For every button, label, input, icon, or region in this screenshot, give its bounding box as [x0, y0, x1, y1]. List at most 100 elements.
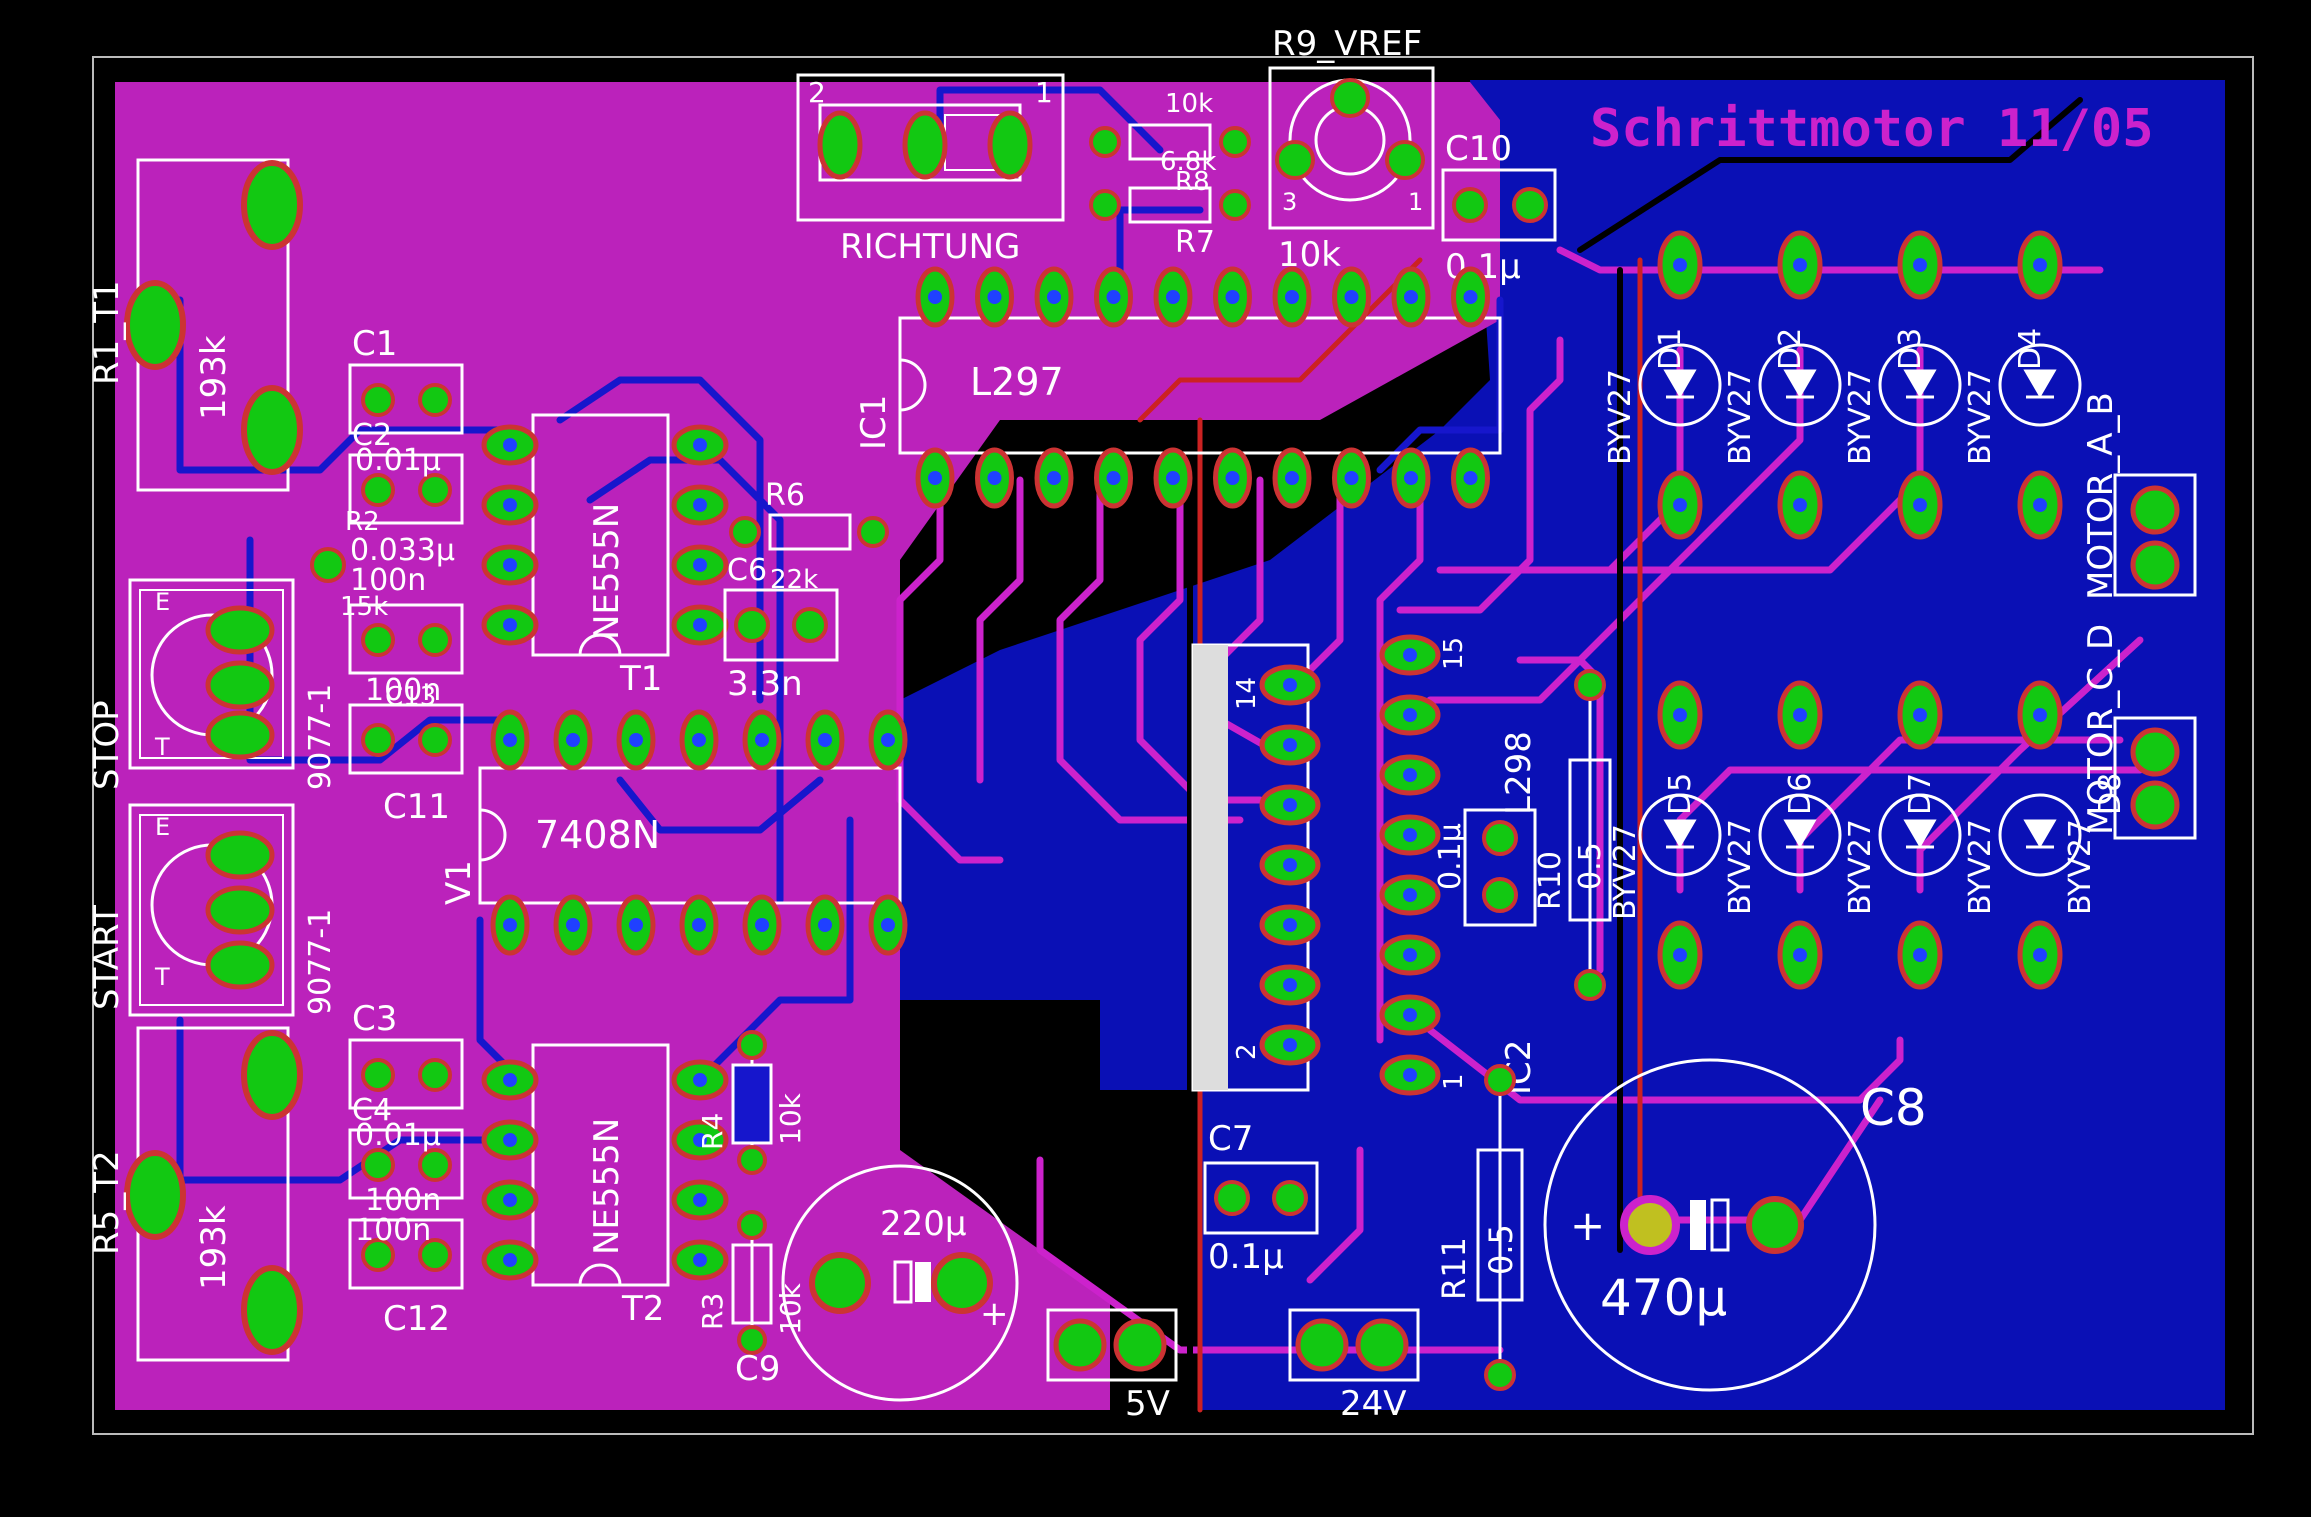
cap-c6[interactable]: [723, 588, 839, 662]
c10-capacitor[interactable]: [1441, 168, 1557, 242]
diode-bottom-4-cathode-drill: [2033, 948, 2047, 962]
ne555-t1-pin-drill: [503, 558, 517, 572]
r9-potentiometer[interactable]: [1268, 66, 1435, 230]
cap-c3[interactable]: [348, 1038, 464, 1110]
ic1-pin-top-drill: [1404, 290, 1418, 304]
v1-pin-top-drill: [755, 733, 769, 747]
l298-pin-even-drill: [1283, 1038, 1297, 1052]
ne555-t2-pin-drill: [693, 1193, 707, 1207]
r1-trimmer[interactable]: [124, 158, 303, 492]
cap-c5[interactable]: [348, 603, 464, 675]
c11-value: 100n: [365, 673, 441, 708]
r8-name: R8: [1175, 167, 1210, 197]
r2-label: R2: [345, 507, 380, 537]
ic1-pin-top-drill: [1106, 290, 1121, 304]
d8-name: D8: [2093, 773, 2128, 815]
ic1-pin-bottom-drill: [1047, 471, 1061, 485]
c1-value: 0.01µ: [355, 443, 441, 478]
r9-pin1: 1: [1408, 188, 1423, 216]
resistor-r2[interactable]: [310, 547, 346, 583]
cap-c9-electrolytic[interactable]: [781, 1164, 1019, 1402]
ne555-t1[interactable]: [481, 413, 729, 657]
cap-c8-electrolytic[interactable]: [1543, 1058, 1877, 1392]
resistor-r10[interactable]: [1568, 669, 1612, 1001]
c8-label: C8: [1860, 1079, 1927, 1137]
label-24v: 24V: [1340, 1384, 1407, 1424]
power-5v-connector[interactable]: [1046, 1308, 1178, 1382]
c4-label: C4: [352, 1093, 392, 1128]
cap-c4[interactable]: [348, 1128, 464, 1200]
power-24v-connector[interactable]: [1288, 1308, 1420, 1382]
bottom-copper-pour: [900, 80, 2225, 1410]
resistor-r11[interactable]: [1476, 1064, 1524, 1391]
diode-top-1-body: [1638, 343, 1722, 427]
c6-label: C6: [727, 553, 767, 588]
r5-value: 193k: [194, 1205, 234, 1290]
c12-label: C12: [383, 1299, 450, 1339]
d4-name: D4: [2013, 328, 2048, 370]
ne555-t2-pin-drill: [503, 1193, 517, 1207]
diode-bottom-2-anode-drill: [1793, 708, 1807, 722]
resistor-r6[interactable]: [729, 513, 889, 551]
richtung-switch[interactable]: [796, 73, 1065, 222]
cap-c13[interactable]: [348, 703, 464, 775]
v1-7408n[interactable]: [478, 709, 908, 956]
ne555-t2-pin-drill: [503, 1253, 517, 1267]
v1-pin-bottom-drill: [503, 918, 517, 932]
r10-value: 0.5: [1573, 842, 1608, 890]
diode-bottom-3-anode-drill: [1913, 708, 1927, 722]
l298-pin-even-drill: [1283, 858, 1297, 872]
diode-bottom-3-symbol-icon: [1903, 819, 1937, 849]
ic1-pin-bottom-drill: [1463, 471, 1478, 485]
cap-c12[interactable]: [348, 1218, 464, 1290]
r3-label: R3: [696, 1293, 729, 1330]
switch-type-2: 9077-1: [303, 909, 338, 1015]
l298-pin-even-drill: [1283, 678, 1297, 692]
ne555-t2[interactable]: [481, 1043, 729, 1287]
cap-l298-decoupling[interactable]: [1463, 808, 1537, 927]
d3-name: D3: [1893, 328, 1928, 370]
t1-label: T1: [619, 659, 662, 699]
ic1-l297[interactable]: [898, 266, 1502, 509]
diode-bottom-4-body: [1998, 793, 2082, 877]
cap-c2[interactable]: [348, 453, 464, 525]
motor-ab-connector[interactable]: [2113, 473, 2197, 597]
diode-bottom-2-body: [1758, 793, 1842, 877]
r8-resistor[interactable]: [1089, 123, 1251, 161]
c8-plus: +: [1570, 1201, 1605, 1250]
diode-bottom-4-anode-drill: [2033, 708, 2047, 722]
stop-button[interactable]: [128, 578, 295, 770]
l298-pin-even-drill: [1283, 738, 1297, 752]
motor-ab-label: MOTOR_A_B: [2081, 392, 2121, 600]
motor-cd-connector[interactable]: [2113, 716, 2197, 840]
ic1-pin-bottom-drill: [1344, 471, 1359, 485]
ic1-pin-top-drill: [1225, 290, 1240, 304]
v1-pin-top-drill: [566, 733, 580, 747]
cap-c7[interactable]: [1203, 1161, 1319, 1235]
r4-value: 10k: [774, 1092, 807, 1145]
switch-pin1: 1: [1035, 76, 1053, 109]
r1-value: 193k: [194, 335, 234, 420]
stop-e: E: [155, 588, 170, 616]
start-t: T: [154, 963, 170, 991]
c5-value: 100n: [350, 563, 426, 598]
start-e: E: [155, 813, 170, 841]
c3-value: 0.01µ: [355, 1118, 441, 1153]
ic1-pin-bottom-drill: [1106, 471, 1121, 485]
l298-pin-odd-drill: [1403, 648, 1417, 662]
r4-label: R4: [696, 1113, 729, 1150]
ic1-pin-bottom-drill: [1166, 471, 1180, 485]
resistor-r4[interactable]: [731, 1030, 773, 1175]
ne555-t1-pin-drill: [503, 498, 517, 512]
r7-resistor[interactable]: [1089, 186, 1251, 224]
resistor-r3[interactable]: [731, 1210, 773, 1355]
c11-label: C11: [383, 787, 450, 827]
d6-type: BYV27: [1843, 819, 1878, 915]
ic2-l298[interactable]: [1191, 634, 1441, 1096]
start-button[interactable]: [128, 803, 295, 1017]
r5-trimmer[interactable]: [124, 1026, 303, 1362]
c8-value: 470µ: [1600, 1269, 1727, 1327]
byv-center-label: BYV27: [1608, 824, 1643, 920]
cap-c1[interactable]: [348, 363, 464, 435]
ic1-pin-top-drill: [928, 290, 942, 304]
